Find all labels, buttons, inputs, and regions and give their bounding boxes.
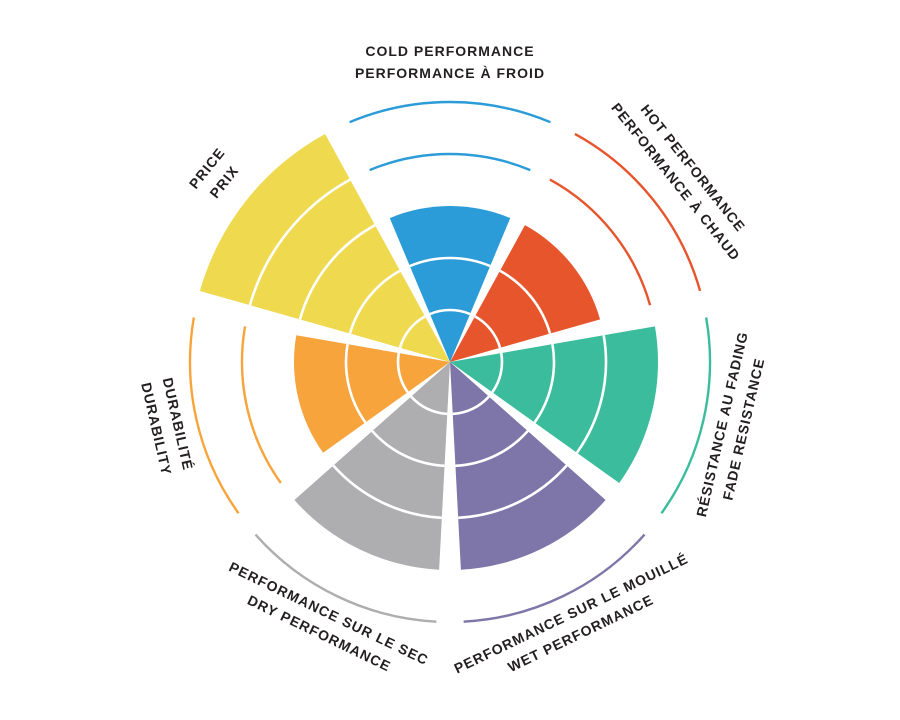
ring-divider-durability-1 [396, 352, 409, 394]
ring-divider-dry-2 [371, 430, 445, 468]
scale-arc-hot-5 [574, 132, 702, 292]
ring-divider-dry-3 [332, 464, 442, 520]
ring-divider-fade-1 [491, 352, 504, 394]
sector-wet [450, 362, 606, 570]
ring-divider-fade-3 [575, 335, 608, 454]
ring-divider-price-1 [398, 315, 426, 349]
ring-divider-cold-1 [429, 308, 471, 316]
label-fr-cold: PERFORMANCE À FROID [355, 65, 545, 81]
label-en-cold: COLD PERFORMANCE [365, 43, 534, 59]
sector-cold [389, 205, 511, 362]
scale-arc-wet-5 [463, 533, 646, 623]
scale-arc-cold-5 [349, 100, 551, 124]
scale-arc-hot-4 [549, 178, 652, 306]
sector-durability [293, 335, 450, 453]
ring-divider-price-4 [248, 178, 351, 306]
sector-price [199, 133, 450, 362]
scale-arc-durability-4 [240, 326, 282, 484]
scale-arc-cold-4 [369, 152, 531, 172]
label-fr-dry: PERFORMANCE SUR LE SEC [227, 559, 432, 669]
ring-divider-price-3 [298, 224, 376, 320]
ring-divider-dry-1 [410, 395, 448, 416]
ring-divider-fade-2 [533, 343, 556, 424]
ring-divider-wet-1 [452, 395, 490, 416]
ring-divider-hot-2 [499, 269, 552, 334]
label-fr-wet: PERFORMANCE SUR LE MOUILLÉ [451, 550, 690, 676]
scale-arc-dry-5 [254, 533, 437, 623]
scale-arc-durability-5 [188, 317, 240, 514]
sector-hot [450, 225, 601, 362]
label-fr-hot: PERFORMANCE À CHAUD [608, 100, 743, 264]
ring-divider-wet-3 [458, 464, 568, 520]
ring-divider-price-2 [348, 269, 401, 334]
ring-divider-cold-2 [409, 256, 491, 268]
ring-divider-hot-1 [474, 315, 502, 349]
ring-divider-durability-2 [344, 343, 367, 424]
ring-divider-wet-2 [455, 430, 529, 468]
scale-arc-fade-5 [660, 317, 712, 514]
sector-dry [294, 362, 450, 570]
